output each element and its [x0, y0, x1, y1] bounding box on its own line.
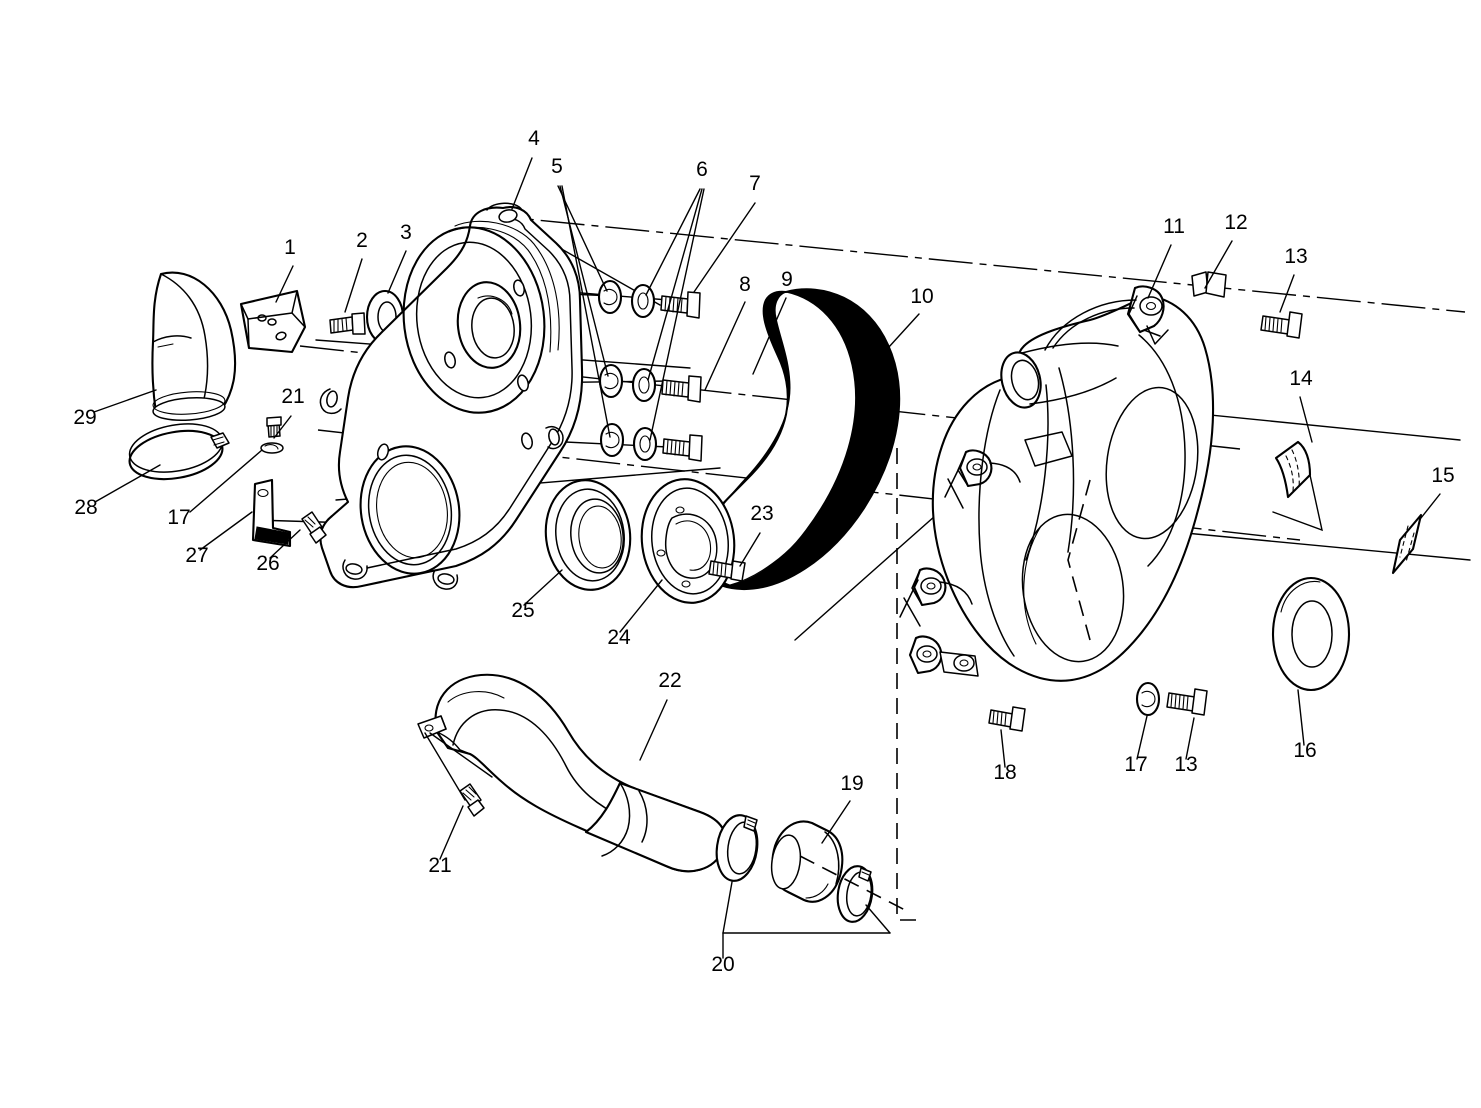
retainer-screw [708, 560, 746, 582]
angle-bracket [251, 478, 292, 548]
callout-9: 9 [781, 268, 793, 291]
intake-boot [770, 820, 844, 903]
bracket-screw [301, 511, 327, 544]
inner-clutch-cover [319, 202, 584, 590]
curved-decal [1272, 440, 1323, 532]
clamp-screw-lower [424, 732, 493, 817]
hose-clamp-left [715, 814, 759, 882]
cover-screw-lower [1166, 688, 1208, 716]
alignment-dashes [799, 448, 1091, 921]
callout-29: 29 [73, 406, 96, 429]
callout-11: 11 [1163, 215, 1185, 238]
callout-4: 4 [528, 127, 540, 150]
callout-19: 19 [840, 772, 863, 795]
callout-21-lower: 21 [428, 854, 451, 877]
callout-13: 13 [1284, 245, 1307, 268]
callout-labels: 1 2 3 4 5 6 7 8 9 10 11 12 13 14 15 16 1… [73, 127, 1454, 976]
callout-27: 27 [185, 544, 208, 567]
callout-2: 2 [356, 229, 368, 252]
cover-plate-retainer [640, 478, 736, 604]
grommet-block [1191, 271, 1227, 298]
cover-screw-upper [1260, 311, 1303, 339]
callout-23: 23 [750, 502, 773, 525]
callout-20: 20 [711, 953, 734, 976]
callout-5: 5 [551, 155, 563, 178]
callout-1: 1 [284, 236, 296, 259]
diamond-decal [1391, 513, 1423, 575]
callout-26: 26 [256, 552, 279, 575]
callout-15: 15 [1431, 464, 1454, 487]
callout-12: 12 [1224, 211, 1247, 234]
oil-seal [544, 479, 632, 591]
washer-bolt-set-bottom [599, 422, 703, 462]
callout-14: 14 [1289, 367, 1313, 390]
flange-screw [329, 312, 366, 335]
air-intake-hose [151, 271, 237, 422]
callout-10: 10 [910, 285, 933, 308]
clamp-screw-upper [266, 416, 282, 438]
callout-13-lower: 13 [1174, 753, 1197, 776]
large-washer [1271, 576, 1351, 692]
outer-clutch-cover [899, 285, 1215, 682]
callout-8: 8 [739, 273, 751, 296]
washer-bolt-set-top [597, 279, 701, 319]
callout-25: 25 [511, 599, 534, 622]
callout-24: 24 [607, 626, 631, 649]
hose-clamp [128, 423, 230, 481]
cover-screw-short [988, 706, 1026, 732]
callout-17-bracket: 17 [167, 506, 190, 529]
callout-16: 16 [1293, 739, 1316, 762]
lock-washer-lower [1135, 681, 1161, 717]
callout-18: 18 [993, 761, 1016, 784]
intake-duct [417, 673, 727, 873]
callout-21-upper: 21 [281, 385, 304, 408]
callout-28: 28 [74, 496, 97, 519]
mounting-bracket [239, 289, 307, 354]
callout-7: 7 [749, 172, 761, 195]
callout-3: 3 [400, 221, 412, 244]
callout-22: 22 [658, 669, 681, 692]
leader-lines [93, 157, 1441, 959]
lock-washer-bracket [260, 442, 284, 454]
callout-17-lower: 17 [1124, 753, 1147, 776]
callout-6: 6 [696, 158, 708, 181]
